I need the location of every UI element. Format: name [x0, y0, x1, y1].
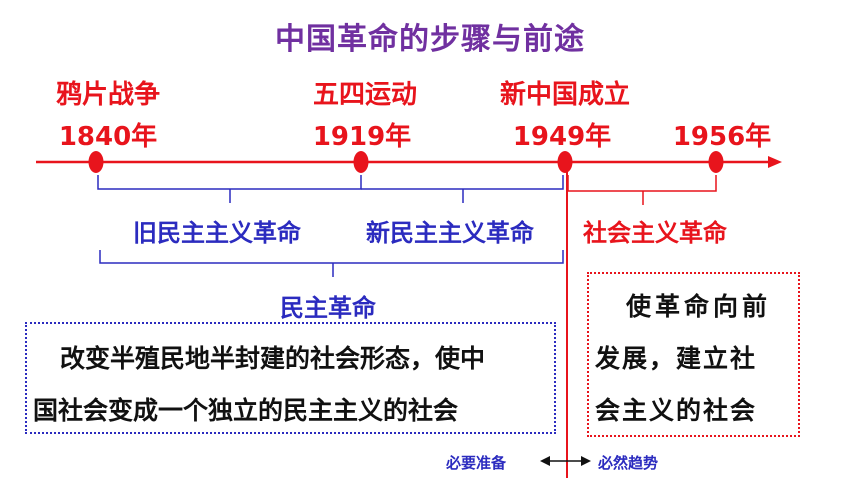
- label-socialist-revolution: 社会主义革命: [583, 219, 727, 247]
- bracket-old-democratic: [97, 175, 362, 203]
- note-necessary-preparation: 必要准备: [446, 454, 507, 472]
- label-democratic-revolution: 民主革命: [280, 294, 376, 322]
- note-inevitable-trend: 必然趋势: [598, 454, 659, 472]
- year-1919: 1919年: [312, 122, 412, 152]
- label-old-democratic-revolution: 旧民主主义革命: [133, 219, 301, 247]
- timeline-arrowhead: [768, 156, 782, 168]
- socialist-goal-line-2: 发展，建立社: [595, 344, 758, 373]
- label-new-democratic-revolution: 新民主主义革命: [366, 219, 534, 247]
- democratic-goal-line-1: 改变半殖民地半封建的社会形态，使中: [60, 344, 486, 373]
- socialist-goal-line-1: 使革命向前: [626, 292, 772, 321]
- timeline-dot-1840: [88, 151, 104, 173]
- bracket-new-democratic: [361, 175, 564, 203]
- event-name-opium-war: 鸦片战争: [55, 80, 160, 110]
- page-title: 中国革命的步骤与前途: [275, 22, 585, 57]
- democratic-goal-line-2: 国社会变成一个独立的民主主义的社会: [33, 396, 459, 425]
- double-arrow-right-head: [581, 456, 591, 466]
- year-1840: 1840年: [58, 122, 158, 152]
- timeline-dot-1919: [353, 151, 369, 173]
- democratic-goal-box: [25, 322, 556, 434]
- year-1956: 1956年: [672, 122, 772, 152]
- event-name-prc-founding: 新中国成立: [499, 80, 630, 110]
- event-name-may-fourth: 五四运动: [312, 80, 417, 110]
- bracket-socialist: [567, 175, 717, 205]
- year-1949: 1949年: [512, 122, 612, 152]
- timeline-dot-1956: [708, 151, 724, 173]
- double-arrow-left-head: [540, 456, 550, 466]
- socialist-goal-box: [587, 272, 800, 437]
- socialist-goal-line-3: 会主义的社会: [595, 396, 758, 425]
- timeline-dot-1949: [557, 151, 573, 173]
- bracket-democratic: [99, 250, 564, 277]
